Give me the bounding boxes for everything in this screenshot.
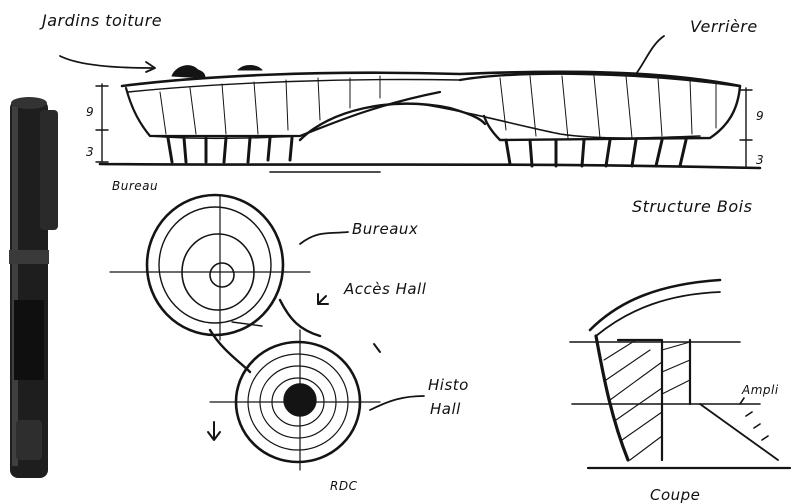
label-ampli: Ampli (741, 383, 779, 397)
label-bureau-elevation: Bureau (112, 179, 158, 193)
label-acces-hall: Accès Hall (343, 280, 427, 298)
label-rdc: RDC (330, 479, 358, 493)
dimension-right-bottom: 3 (756, 153, 764, 167)
marker-pen-icon (9, 97, 58, 478)
ground-floor-plan (109, 193, 425, 471)
label-bureaux: Bureaux (352, 220, 418, 238)
building-elevation (59, 35, 762, 173)
label-jardins-toiture: Jardins toiture (39, 11, 162, 30)
label-coupe: Coupe (650, 486, 700, 504)
label-hall: Hall (430, 400, 461, 418)
label-structure-bois: Structure Bois (632, 197, 752, 216)
dimension-right-top: 9 (756, 109, 764, 123)
dimension-left-bottom: 3 (86, 145, 94, 159)
label-hall-prefix: Histo (428, 376, 469, 394)
dimension-left-top: 9 (86, 105, 94, 119)
label-verriere: Verrière (690, 17, 758, 36)
building-section (569, 278, 792, 470)
